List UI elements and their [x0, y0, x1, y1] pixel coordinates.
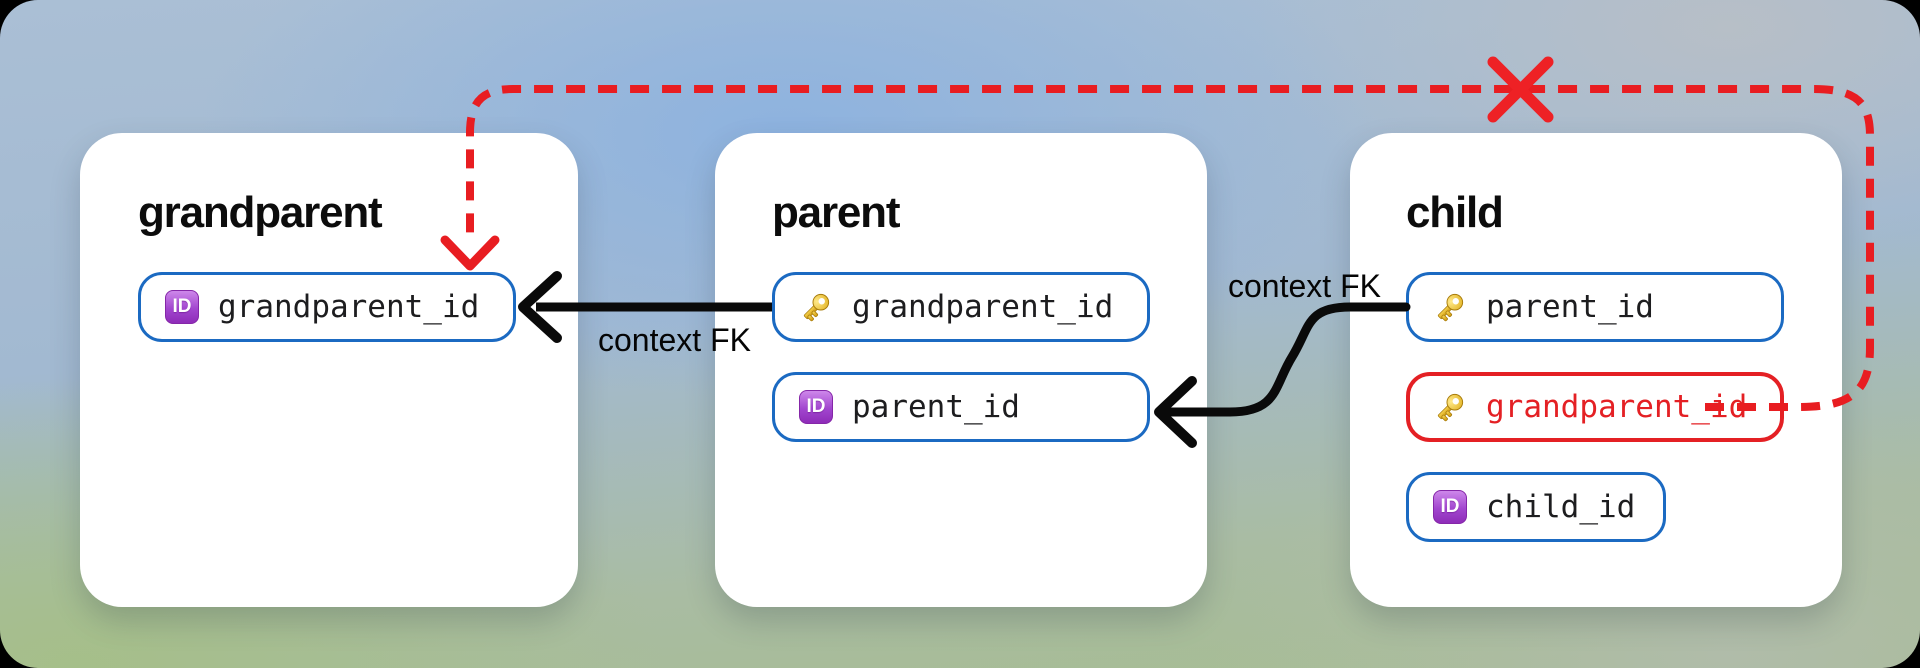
table-title-parent: parent [772, 188, 900, 237]
column-label: grandparent_id [852, 289, 1114, 325]
column-pill-grandparent-id: ID grandparent_id [138, 272, 516, 342]
id-badge-icon: ID [165, 290, 199, 324]
column-pill-child-parent-id: parent_id [1406, 272, 1784, 342]
key-icon [799, 290, 833, 324]
column-pill-parent-id: ID parent_id [772, 372, 1150, 442]
column-pill-child-grandparent-id-invalid: grandparent_id [1406, 372, 1784, 442]
column-pill-parent-grandparent-id: grandparent_id [772, 272, 1150, 342]
column-label: parent_id [852, 389, 1020, 425]
column-label: parent_id [1486, 289, 1654, 325]
edge-label-context-fk-2: context FK [1228, 268, 1381, 304]
column-label: grandparent_id [218, 289, 480, 325]
id-badge-icon: ID [799, 390, 833, 424]
column-label: child_id [1486, 489, 1636, 525]
table-card-child: child parent_id [1350, 133, 1842, 607]
key-icon [1433, 290, 1467, 324]
edge-label-context-fk-1: context FK [598, 322, 751, 358]
table-title-child: child [1406, 188, 1504, 237]
table-card-parent: parent grandparent_id ID parent_id [715, 133, 1207, 607]
table-title-grandparent: grandparent [138, 188, 383, 237]
id-badge-icon: ID [1433, 490, 1467, 524]
key-icon [1433, 390, 1467, 424]
red-cross-icon [1487, 56, 1554, 123]
column-label: grandparent_id [1486, 389, 1748, 425]
table-card-grandparent: grandparent ID grandparent_id [80, 133, 578, 607]
column-pill-child-id: ID child_id [1406, 472, 1667, 542]
